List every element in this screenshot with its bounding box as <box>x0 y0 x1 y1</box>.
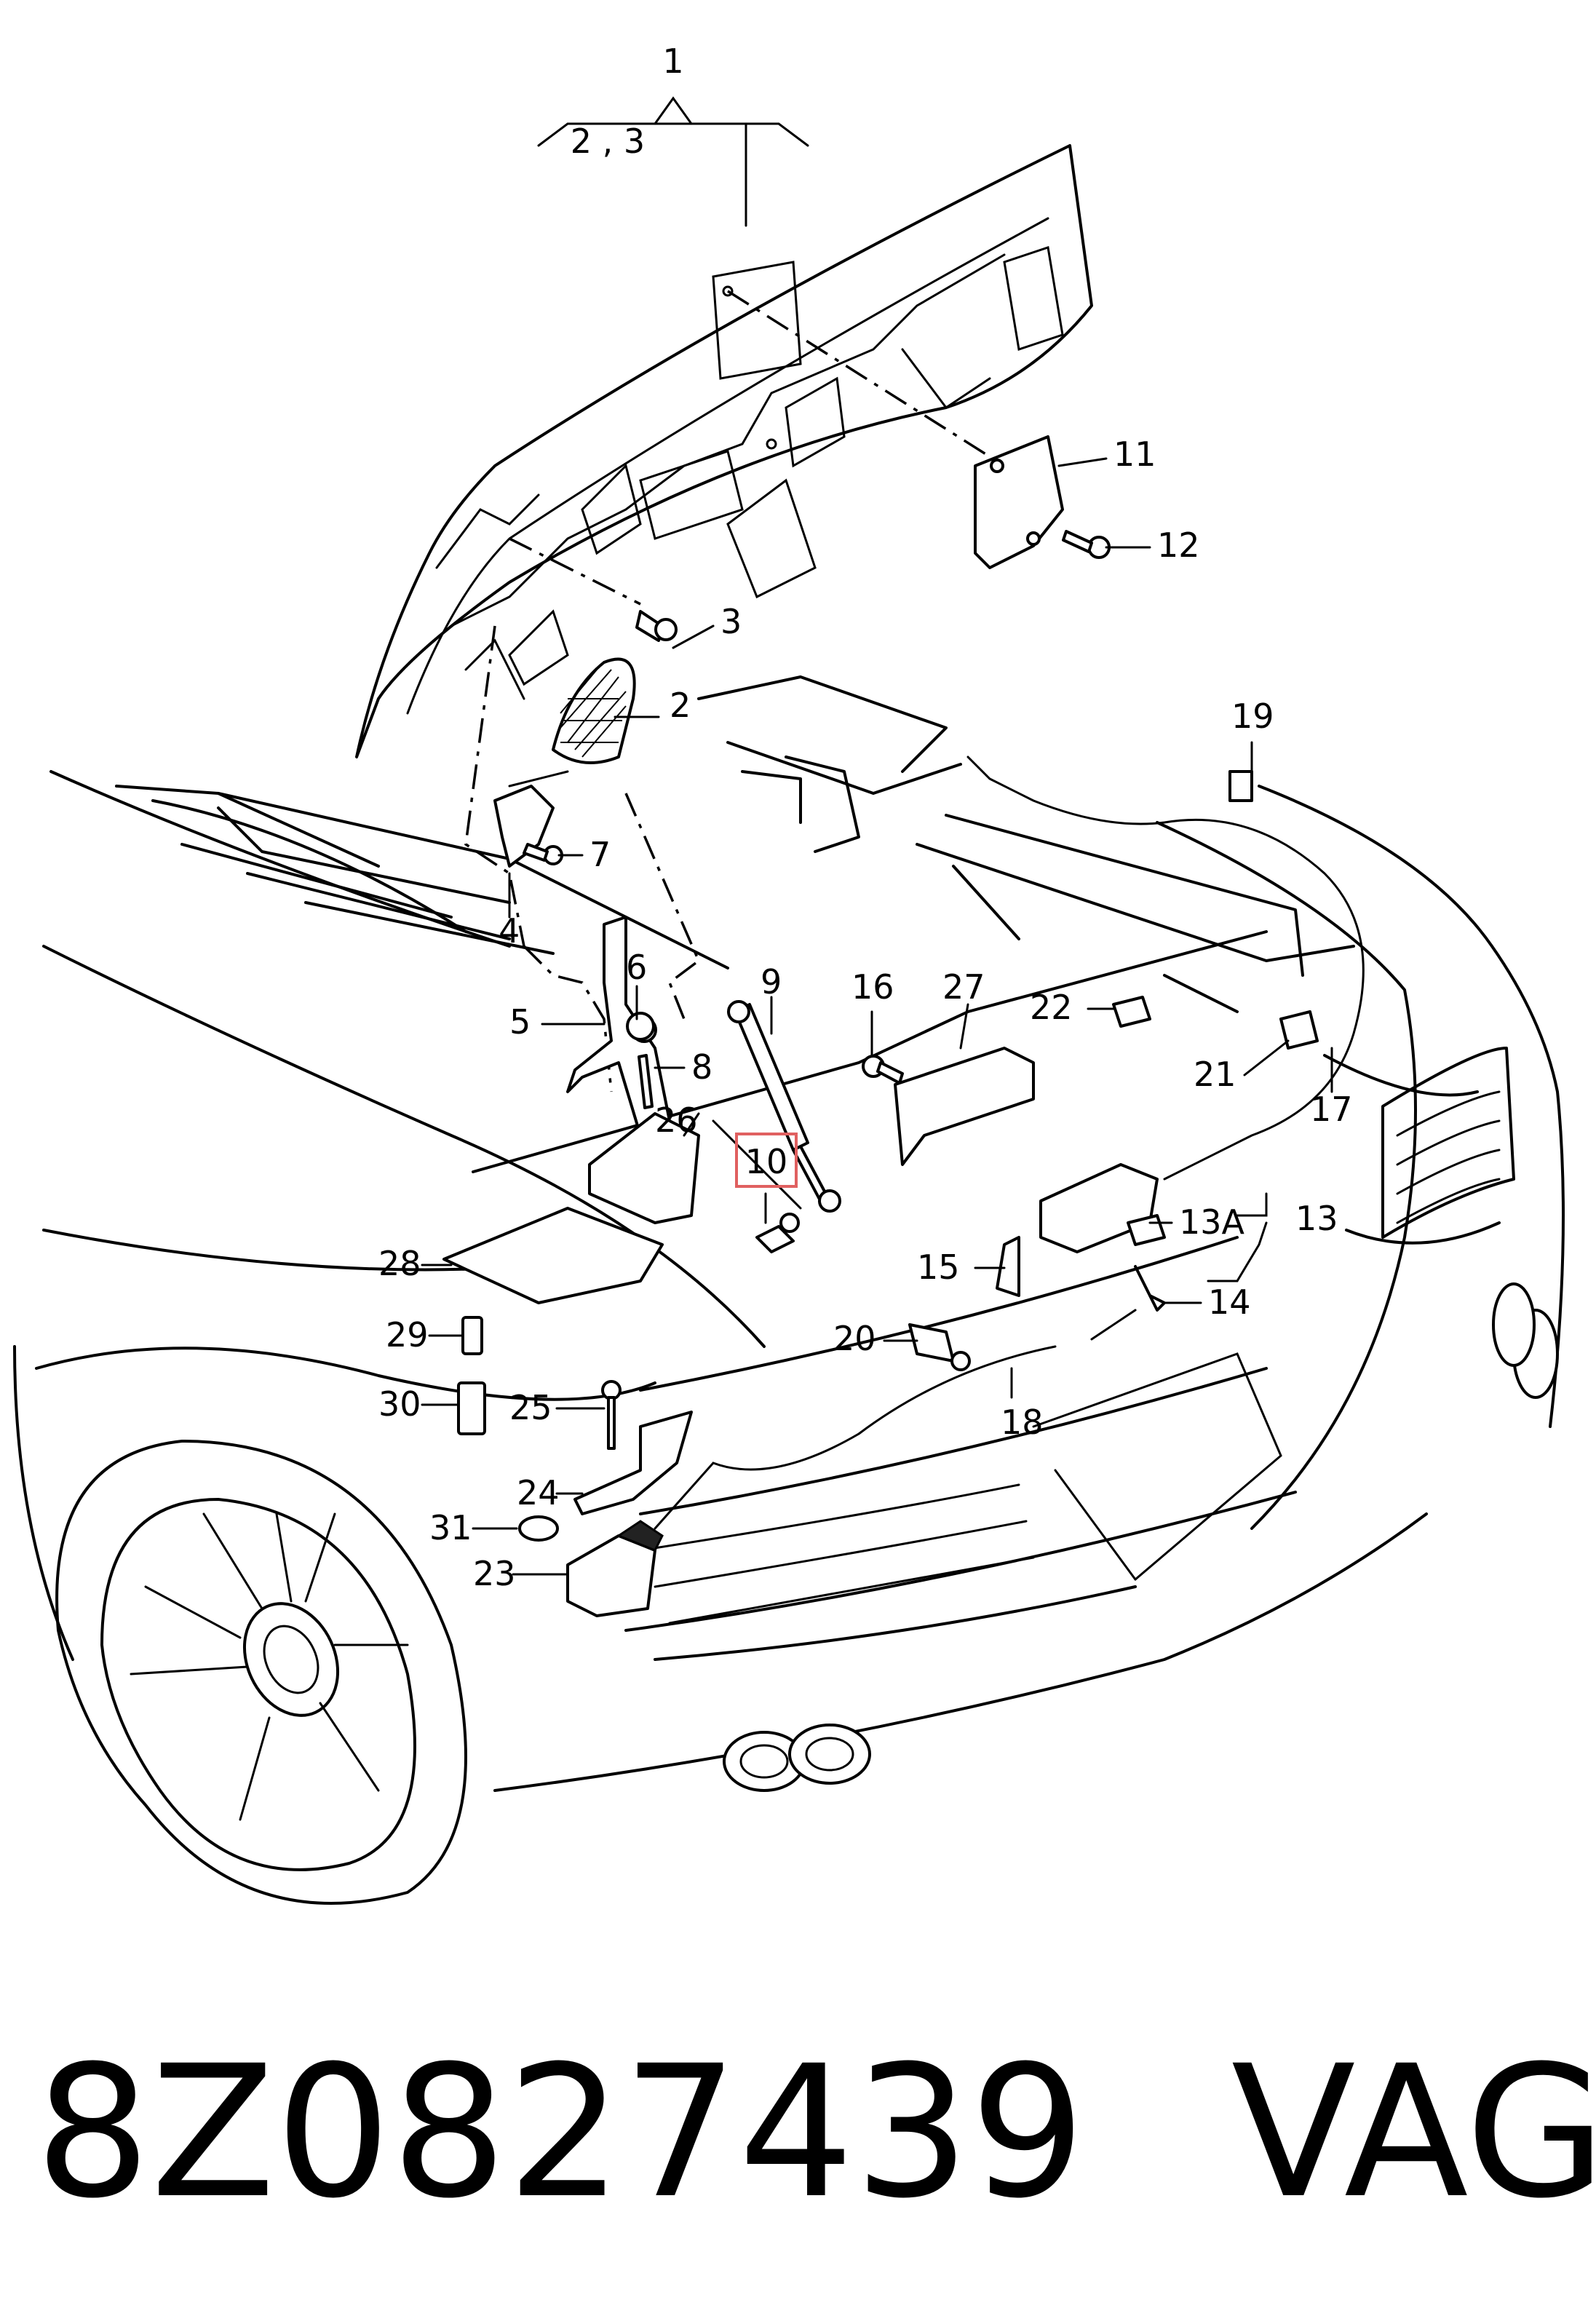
callout-1: 1 <box>662 41 683 81</box>
callout-3: 3 <box>720 602 742 641</box>
callout-19: 19 <box>1231 697 1274 736</box>
callout-6: 6 <box>626 948 647 987</box>
callout-5: 5 <box>509 1002 531 1042</box>
callout-11: 11 <box>1113 435 1156 474</box>
callout-2: 2 <box>670 686 691 725</box>
callout-27: 27 <box>942 967 985 1007</box>
callout-30: 30 <box>378 1384 421 1424</box>
rear-wheel <box>13 1345 467 1905</box>
callout-9: 9 <box>761 962 782 1002</box>
engine-lid <box>355 144 1093 758</box>
callout-leaders <box>421 96 1333 1576</box>
callout-16: 16 <box>851 967 894 1007</box>
callout-2-3: 2 , 3 <box>571 122 645 161</box>
car-body-outline <box>35 675 1565 1792</box>
assembly-lines <box>464 290 1005 1210</box>
callout-24: 24 <box>517 1473 560 1512</box>
part-number: 8Z0827439 <box>35 2026 1086 2238</box>
callout-4: 4 <box>499 911 520 951</box>
callout-23: 23 <box>473 1554 516 1593</box>
callout-20: 20 <box>833 1319 876 1358</box>
callout-18: 18 <box>1001 1403 1044 1442</box>
part-caption: 8Z0827439 VAG <box>35 2023 1596 2242</box>
callout-31: 31 <box>429 1508 472 1547</box>
callout-13: 13 <box>1295 1199 1338 1238</box>
parts <box>442 435 1365 1617</box>
callout-28: 28 <box>378 1244 421 1283</box>
callout-17: 17 <box>1310 1090 1353 1129</box>
vendor-name: VAG <box>1231 2026 1596 2238</box>
callout-8: 8 <box>691 1047 712 1087</box>
callout-22: 22 <box>1030 988 1073 1027</box>
exploded-parts-diagram: 1 2 , 3 2 3 4 5 6 7 8 9 10 11 12 13 13A … <box>13 41 1565 1905</box>
callout-10-highlight <box>735 1133 798 1188</box>
callout-25: 25 <box>509 1388 552 1427</box>
callout-29: 29 <box>386 1315 429 1355</box>
callout-26: 26 <box>655 1101 698 1140</box>
callout-13a: 13A <box>1179 1202 1245 1242</box>
callout-10: 10 <box>745 1142 788 1181</box>
callout-15: 15 <box>917 1248 960 1287</box>
callout-14: 14 <box>1208 1282 1251 1322</box>
callout-labels: 1 2 , 3 2 3 4 5 6 7 8 9 10 11 12 13 13A … <box>378 41 1353 1593</box>
callout-12: 12 <box>1157 526 1200 565</box>
callout-7: 7 <box>589 835 611 874</box>
callout-21: 21 <box>1194 1055 1236 1094</box>
